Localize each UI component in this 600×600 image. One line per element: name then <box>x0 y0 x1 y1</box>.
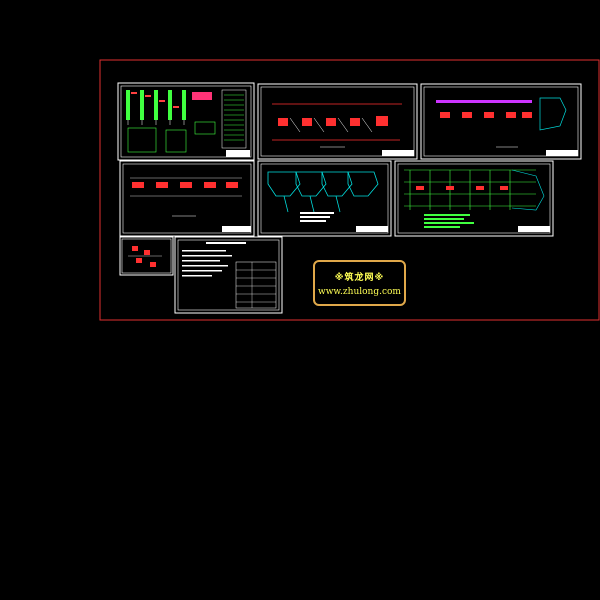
watermark-stamp: ※筑龙网※ www.zhulong.com <box>313 260 406 306</box>
stamp-url: www.zhulong.com <box>318 287 401 297</box>
sheet-floor-plan-5[interactable] <box>394 160 554 237</box>
sheet-detail[interactable] <box>119 236 174 276</box>
sheet-floor-plan-4[interactable] <box>257 160 392 237</box>
sheet-notes[interactable] <box>174 236 283 314</box>
sheet-system-diagram[interactable] <box>117 82 255 161</box>
stamp-title: ※筑龙网※ <box>334 273 385 283</box>
sheet-floor-plan-3[interactable] <box>119 160 255 237</box>
layout-boundary <box>99 59 600 321</box>
sheet-floor-plan-2[interactable] <box>420 83 582 160</box>
sheet-floor-plan-1[interactable] <box>257 83 418 160</box>
